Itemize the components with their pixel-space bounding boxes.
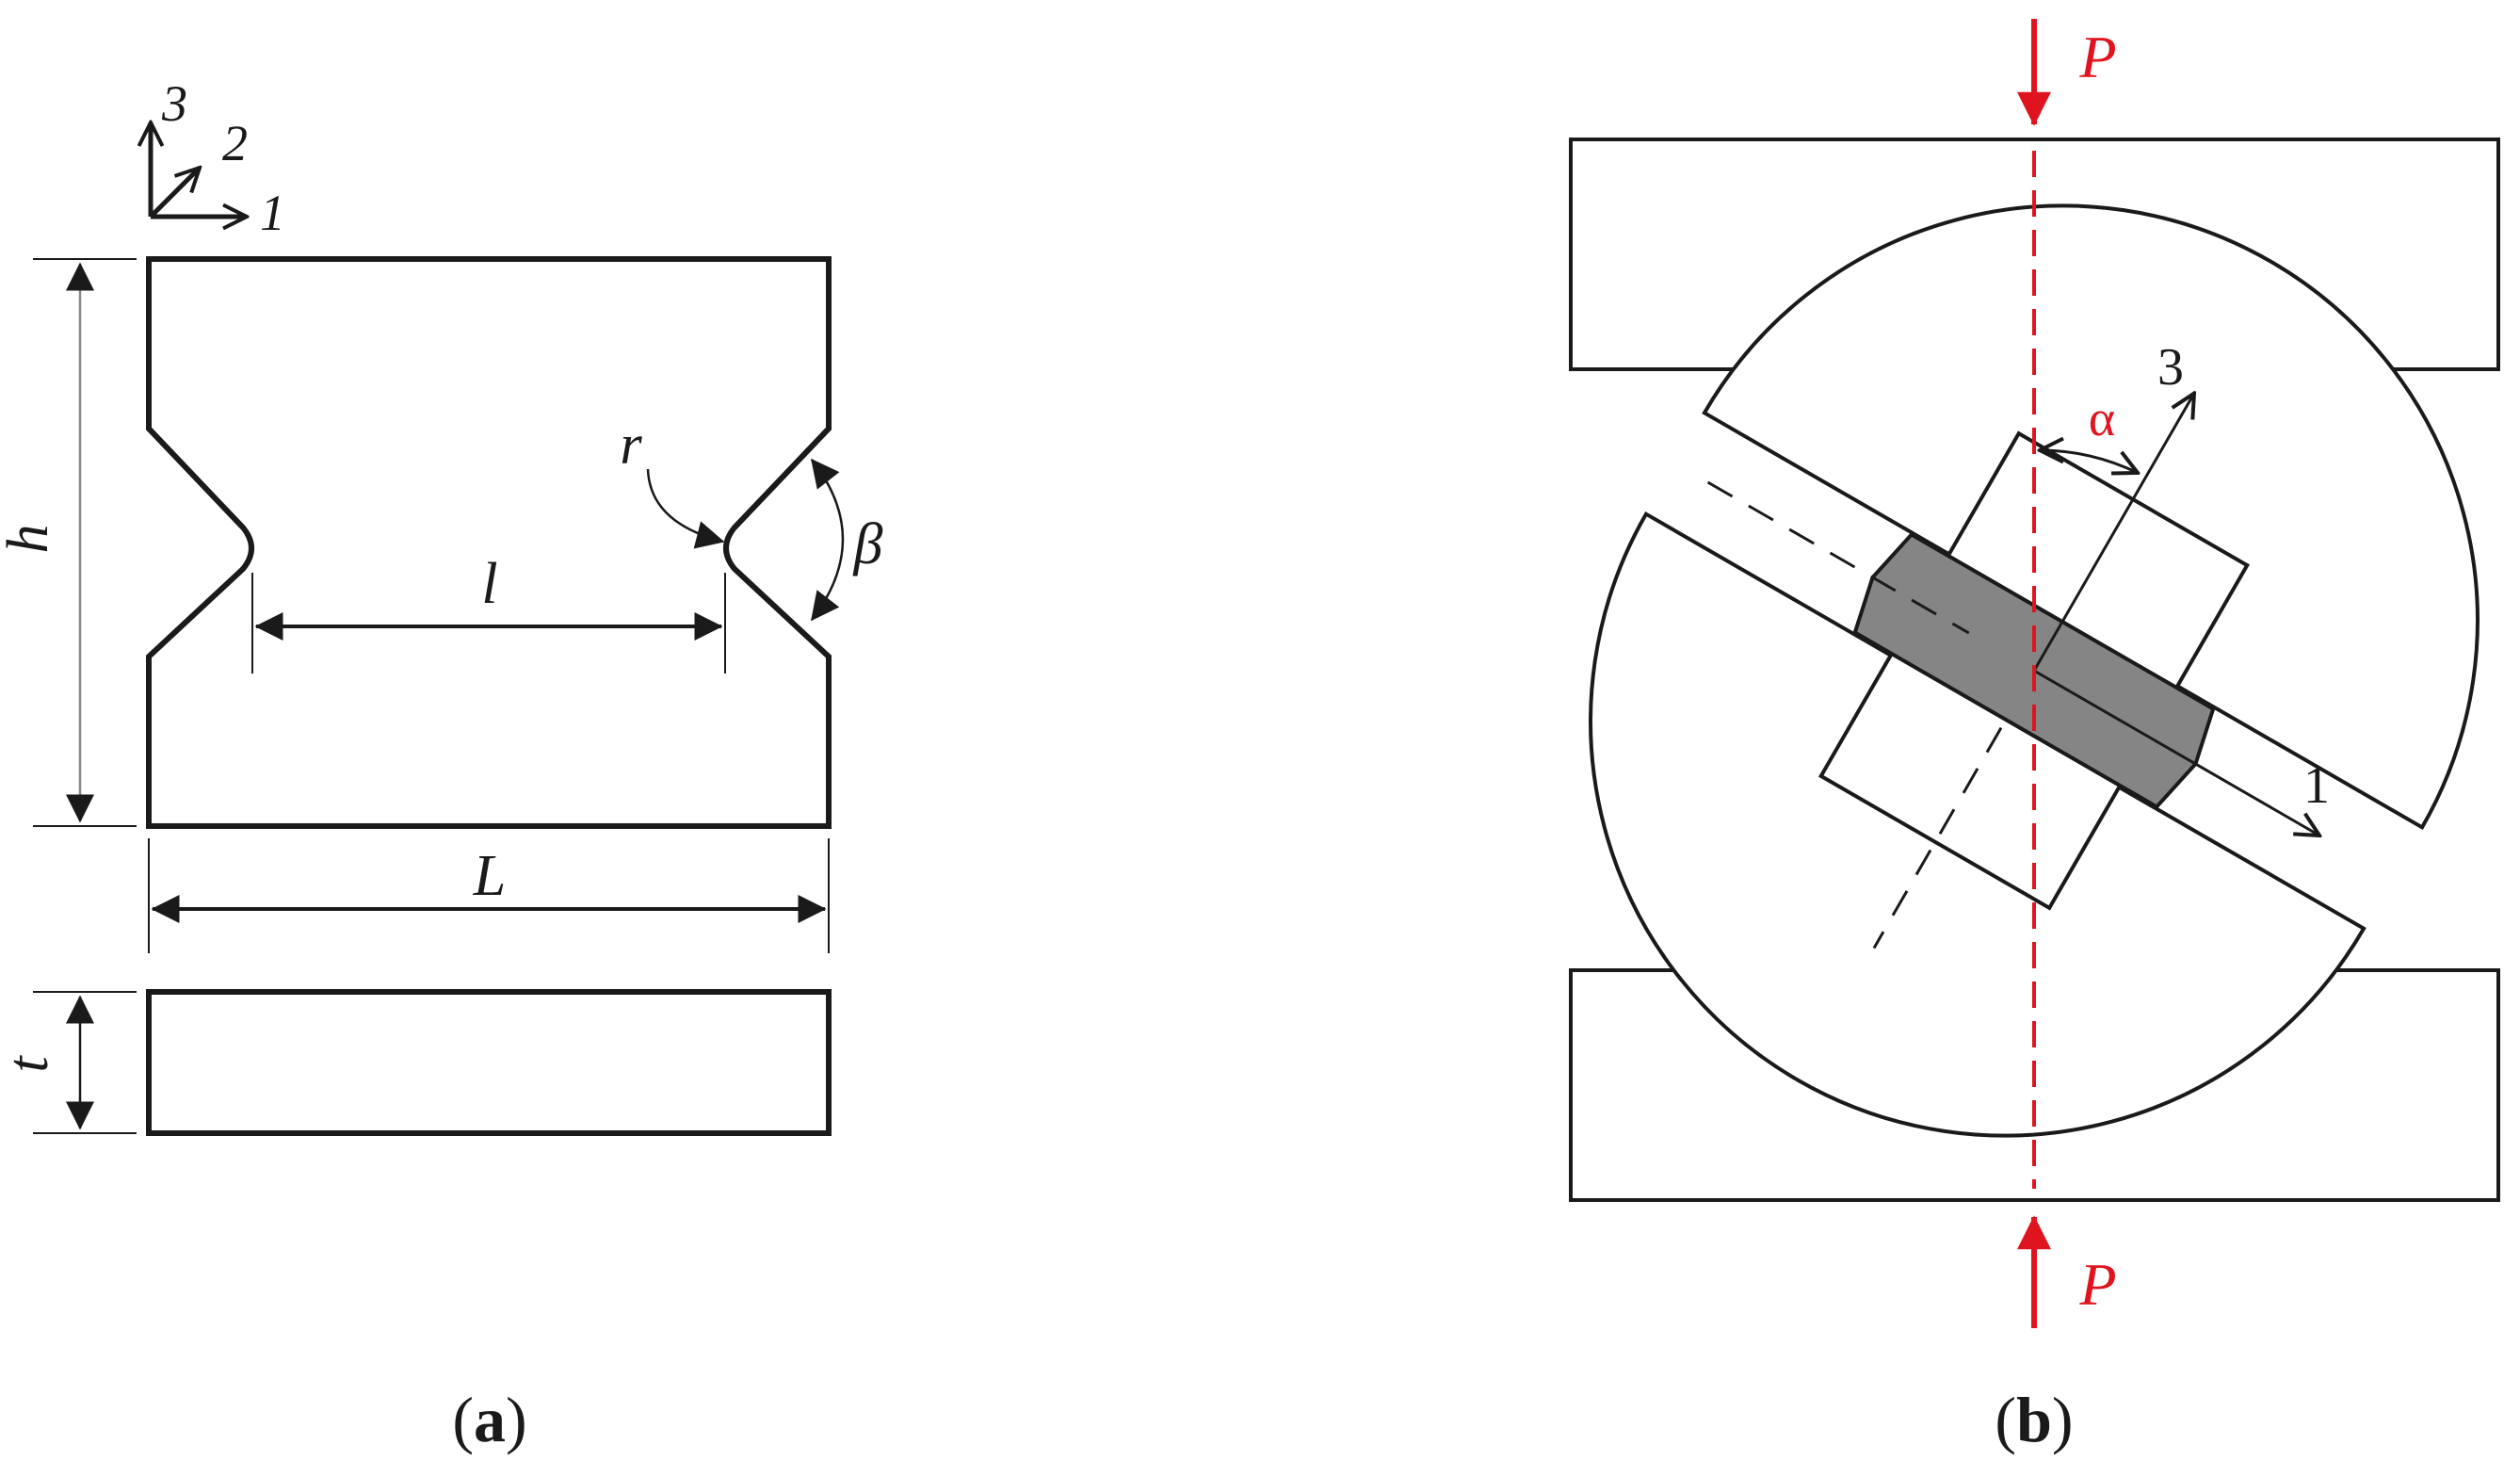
specimen-side-view [146, 989, 832, 1136]
specimen-axis-1-dashed [1706, 480, 1970, 635]
caption-b: (b) [1995, 1384, 2073, 1455]
axis-3-label-b: 3 [2157, 338, 2184, 397]
length-label: L [473, 844, 506, 908]
specimen-axis-3-dashed [1872, 726, 2003, 950]
caption-a: (a) [452, 1384, 526, 1455]
ligament-dimension [251, 573, 726, 674]
axis-1-label-b: 1 [2303, 756, 2330, 815]
axis-1-vector [2033, 669, 2319, 836]
load-label-top: P [2078, 24, 2116, 90]
notched-specimen [146, 256, 832, 829]
angle-alpha-label: α [2089, 390, 2115, 446]
angle-beta-label: β [853, 512, 883, 576]
load-label-bottom: P [2078, 1251, 2116, 1318]
axis-2-label: 2 [222, 115, 248, 171]
axis-2-arrow [149, 168, 200, 219]
caption-a-close: ) [506, 1384, 527, 1455]
height-label: h [0, 525, 60, 554]
length-dimension [148, 838, 830, 953]
axis-3-vector [2032, 394, 2194, 672]
caption-a-open: ( [452, 1384, 474, 1455]
rotated-fixture [1589, 203, 2480, 1138]
caption-b-close: ) [2052, 1384, 2074, 1455]
caption-b-letter: b [2016, 1384, 2052, 1455]
axes-triad [151, 122, 247, 217]
thickness-dimension [33, 991, 137, 1134]
panel-a: 3 2 1 h l r β L [0, 75, 883, 1455]
radius-leader [646, 468, 725, 549]
ligament-label: l [481, 552, 497, 616]
panel-b: α 3 1 P P (b) [1569, 19, 2500, 1455]
radius-label: r [620, 414, 642, 476]
axis-1-label: 1 [260, 185, 285, 241]
axis-3-label: 3 [161, 75, 187, 132]
caption-a-letter: a [474, 1384, 506, 1455]
angle-beta-arc [811, 458, 845, 622]
thickness-label: t [0, 1055, 60, 1073]
caption-b-open: ( [1995, 1384, 2016, 1455]
height-dimension [33, 258, 137, 827]
angle-alpha-arc [2040, 450, 2138, 473]
